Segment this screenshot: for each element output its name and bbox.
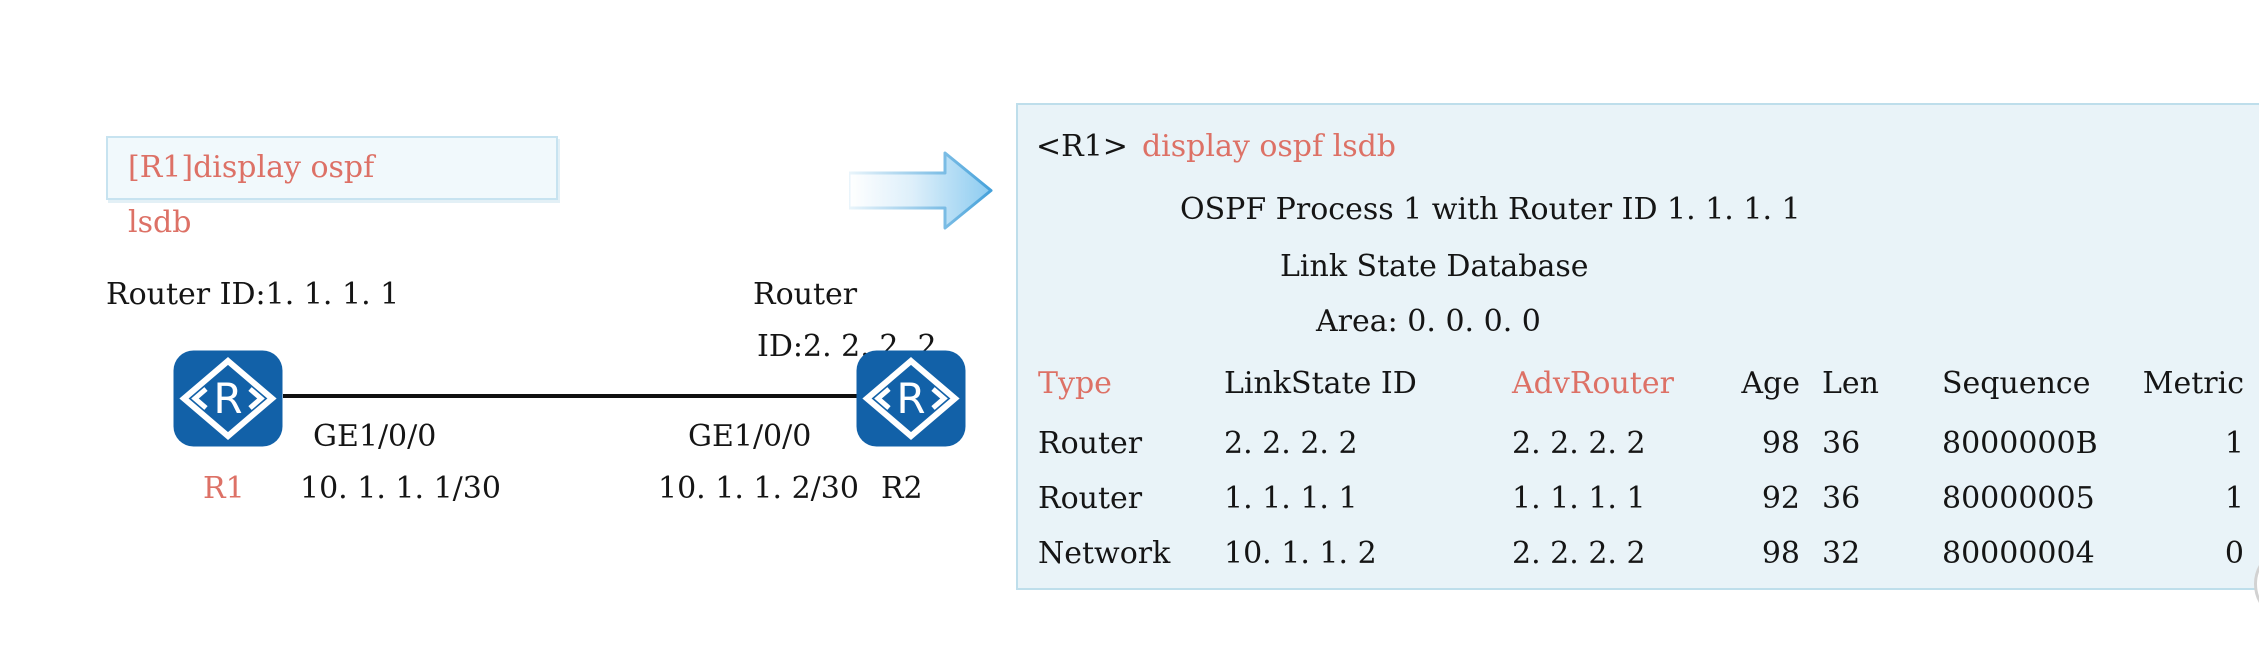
ospf-process-line: OSPF Process 1 with Router ID 1. 1. 1. 1	[1180, 192, 1801, 227]
svg-text:R: R	[213, 374, 242, 423]
lsdb-table-row: Router 2. 2. 2. 2 2. 2. 2. 2 98 36 80000…	[1018, 424, 2259, 464]
ethernet-link-line	[283, 394, 861, 398]
header-advrouter: AdvRouter	[1512, 366, 1674, 401]
header-type: Type	[1038, 366, 1112, 401]
cell-len: 32	[1822, 536, 1861, 571]
cell-linkstate-id: 2. 2. 2. 2	[1224, 426, 1358, 461]
svg-text:R: R	[896, 374, 925, 423]
cell-linkstate-id: 1. 1. 1. 1	[1224, 481, 1358, 516]
header-sequence: Sequence	[1942, 366, 2091, 401]
cell-metric: 1	[2224, 426, 2244, 461]
lsdb-table-header: Type LinkState ID AdvRouter Age Len Sequ…	[1018, 364, 2259, 404]
cell-sequence: 8000000B	[1942, 426, 2098, 461]
header-len: Len	[1822, 366, 1879, 401]
r2-interface-label: GE1/0/0	[688, 419, 812, 454]
flow-arrow-icon	[849, 151, 993, 230]
lsdb-table-row: Router 1. 1. 1. 1 1. 1. 1. 1 92 36 80000…	[1018, 479, 2259, 519]
header-linkstate-id: LinkState ID	[1224, 366, 1417, 401]
console-prompt: <R1>	[1036, 129, 1128, 164]
header-age: Age	[1741, 366, 1800, 401]
cell-len: 36	[1822, 426, 1861, 461]
cell-sequence: 80000004	[1942, 536, 2095, 571]
r2-name-label: R2	[880, 471, 923, 506]
router-r2-icon: R	[856, 350, 966, 447]
command-annotation-line1: [R1]display ospf	[128, 150, 375, 185]
cell-type: Router	[1038, 426, 1143, 461]
r1-ip-label: 10. 1. 1. 1/30	[300, 471, 501, 506]
r1-interface-label: GE1/0/0	[313, 419, 437, 454]
cell-advrouter: 2. 2. 2. 2	[1512, 536, 1646, 571]
r2-ip-label: 10. 1. 1. 2/30	[658, 471, 859, 506]
cell-type: Router	[1038, 481, 1143, 516]
link-state-database-title: Link State Database	[1280, 249, 1589, 284]
area-line: Area: 0. 0. 0. 0	[1316, 304, 1541, 339]
cell-advrouter: 1. 1. 1. 1	[1512, 481, 1646, 516]
cell-metric: 1	[2224, 481, 2244, 516]
cell-metric: 0	[2224, 536, 2244, 571]
router-r1-icon: R	[173, 350, 283, 447]
r2-router-id-label-line1: Router	[753, 277, 858, 312]
cell-age: 98	[1761, 426, 1800, 461]
cell-type: Network	[1038, 536, 1171, 571]
header-metric: Metric	[2142, 366, 2244, 401]
command-annotation-line2: lsdb	[128, 205, 192, 240]
command-annotation-box: [R1]display ospf	[106, 136, 558, 200]
cell-len: 36	[1822, 481, 1861, 516]
console-output-panel: <R1> display ospf lsdb OSPF Process 1 wit…	[1016, 103, 2259, 590]
cell-age: 92	[1761, 481, 1800, 516]
cell-advrouter: 2. 2. 2. 2	[1512, 426, 1646, 461]
console-command-line: <R1> display ospf lsdb	[1018, 127, 2259, 167]
cell-linkstate-id: 10. 1. 1. 2	[1224, 536, 1377, 571]
console-command: display ospf lsdb	[1141, 129, 1397, 164]
r2-ip-and-name: 10. 1. 1. 2/30 R2	[658, 470, 923, 508]
lsdb-table-row: Network 10. 1. 1. 2 2. 2. 2. 2 98 32 800…	[1018, 534, 2259, 574]
cell-sequence: 80000005	[1942, 481, 2095, 516]
cell-age: 98	[1761, 536, 1800, 571]
r1-name-label: R1	[203, 471, 245, 506]
r1-router-id-label: Router ID:1. 1. 1. 1	[106, 277, 400, 312]
